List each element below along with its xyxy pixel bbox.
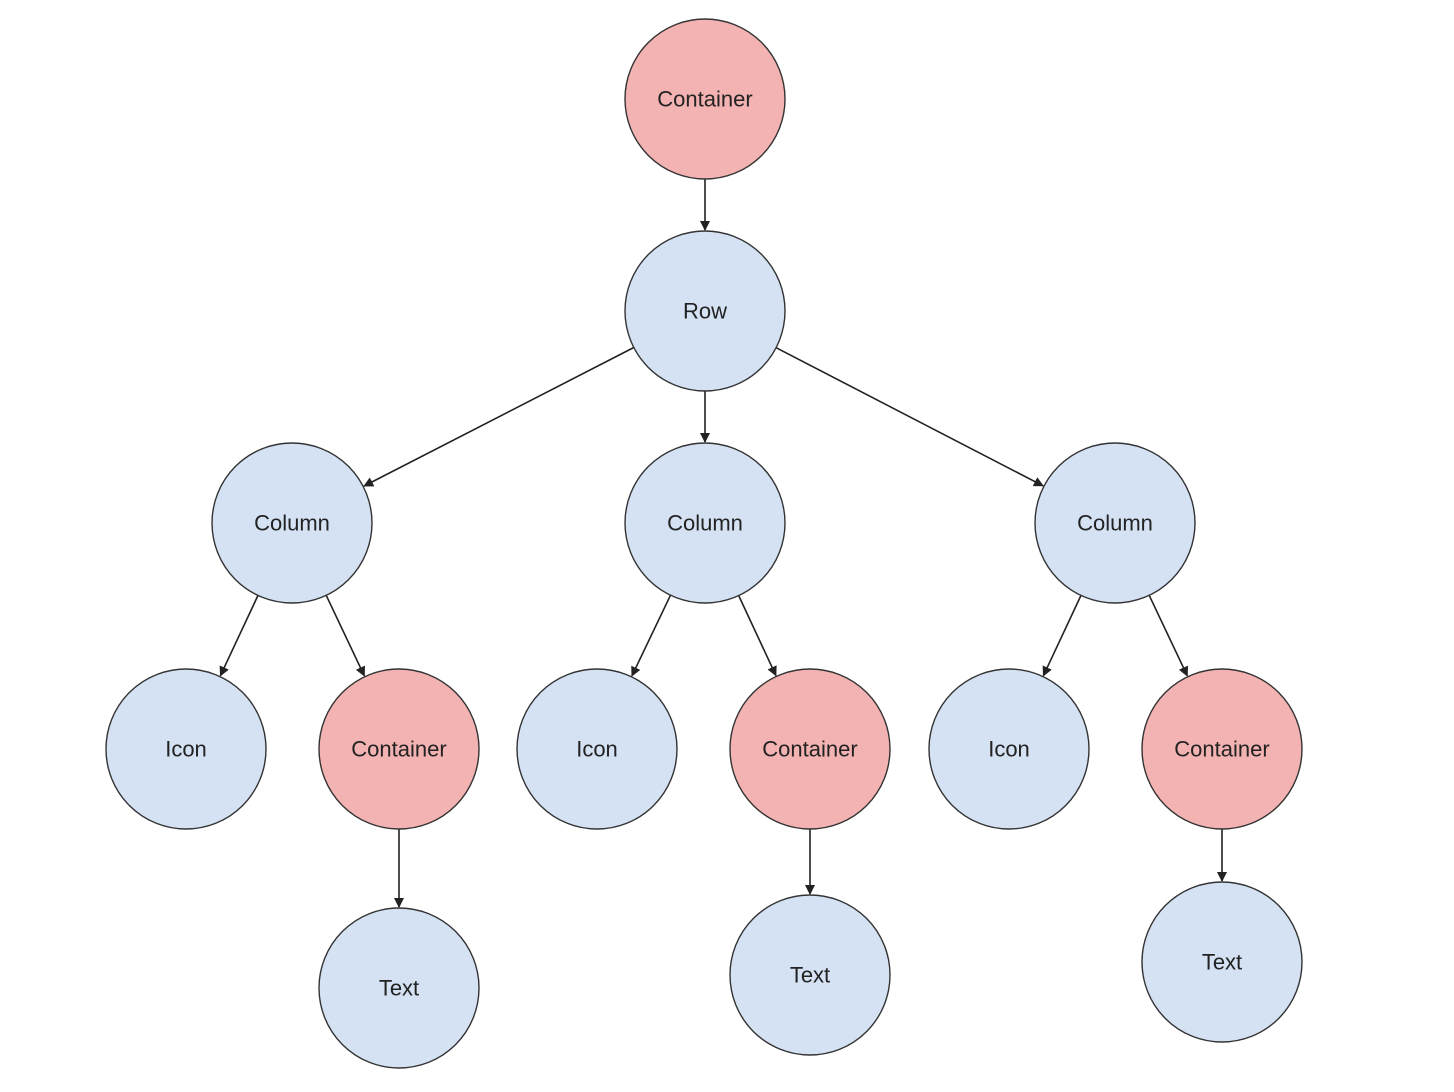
node-icon: Icon	[516, 668, 678, 830]
node-label: Icon	[988, 737, 1030, 762]
edge-n_col1-to-n_icon1	[219, 595, 259, 677]
node-text: Text	[1141, 881, 1303, 1043]
node-circle	[624, 18, 786, 180]
node-circle	[211, 442, 373, 604]
node-label: Container	[1174, 737, 1269, 762]
node-icon: Icon	[928, 668, 1090, 830]
node-circle	[516, 668, 678, 830]
node-circle	[1141, 668, 1303, 830]
node-label: Container	[762, 737, 857, 762]
node-circle	[318, 668, 480, 830]
node-label: Container	[351, 737, 446, 762]
edge-n_col3-to-n_cont3	[1148, 594, 1189, 677]
node-label: Column	[1077, 511, 1153, 536]
node-row: Row	[624, 230, 786, 392]
node-column: Column	[1034, 442, 1196, 604]
edges-layer	[219, 179, 1227, 908]
node-circle	[1141, 881, 1303, 1043]
node-label: Column	[254, 511, 330, 536]
node-circle	[928, 668, 1090, 830]
node-text: Text	[729, 894, 891, 1056]
node-column: Column	[624, 442, 786, 604]
node-label: Column	[667, 511, 743, 536]
edge-n_col1-to-n_cont1	[325, 594, 366, 677]
node-circle	[318, 907, 480, 1069]
node-circle	[729, 894, 891, 1056]
node-container: Container	[318, 668, 480, 830]
node-label: Container	[657, 87, 752, 112]
edge-n_row-to-n_col3	[775, 346, 1044, 487]
node-circle	[624, 442, 786, 604]
edge-n_col3-to-n_icon3	[1042, 595, 1082, 677]
node-label: Text	[1202, 950, 1242, 975]
edge-n_row-to-n_col1	[363, 346, 635, 487]
node-circle	[1034, 442, 1196, 604]
node-icon: Icon	[105, 668, 267, 830]
node-circle	[729, 668, 891, 830]
node-label: Icon	[576, 737, 618, 762]
node-label: Text	[379, 976, 419, 1001]
node-container: Container	[624, 18, 786, 180]
node-circle	[624, 230, 786, 392]
edge-n_col2-to-n_icon2	[631, 594, 672, 677]
node-text: Text	[318, 907, 480, 1069]
node-label: Row	[683, 299, 727, 324]
edge-n_col2-to-n_cont2	[737, 595, 777, 677]
node-column: Column	[211, 442, 373, 604]
node-circle	[105, 668, 267, 830]
node-container: Container	[729, 668, 891, 830]
node-label: Icon	[165, 737, 207, 762]
node-label: Text	[790, 963, 830, 988]
node-container: Container	[1141, 668, 1303, 830]
